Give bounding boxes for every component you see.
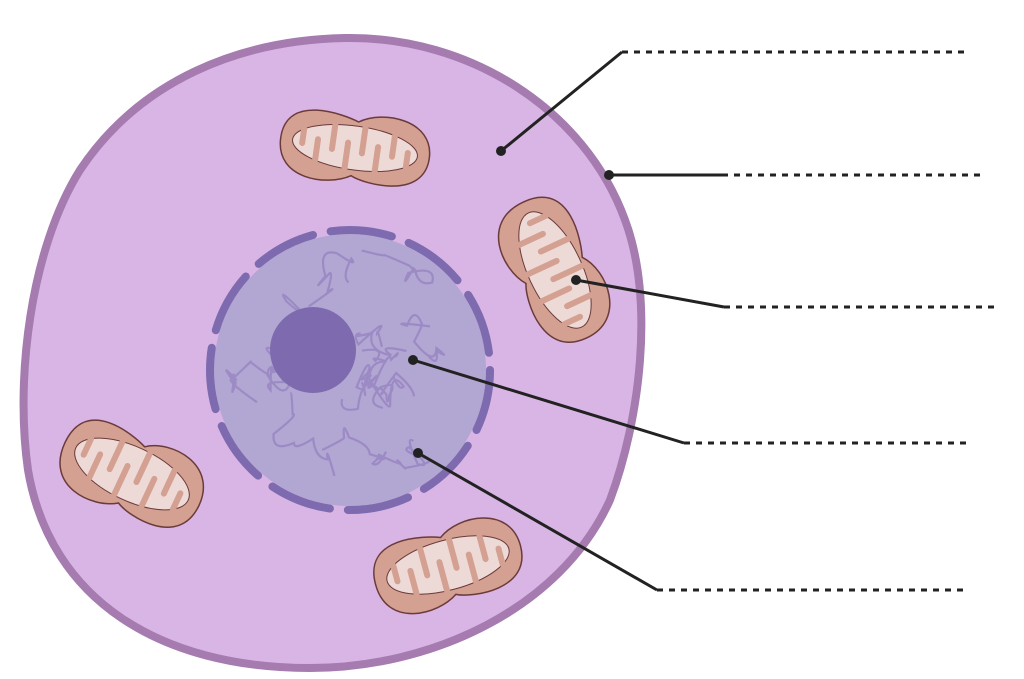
leader-cell-membrane	[604, 170, 986, 180]
chromatin-strand	[225, 360, 270, 404]
mitochondrion	[59, 419, 205, 528]
chromatin-strand	[321, 426, 387, 466]
label-leaders	[408, 50, 996, 592]
leader-cytoplasm	[496, 50, 970, 156]
leader-mitochondrion	[571, 275, 996, 309]
nuclear-envelope	[206, 226, 494, 514]
nucleolus	[270, 307, 356, 393]
chromatin-strand	[340, 367, 380, 411]
mitochondrion	[279, 109, 431, 187]
mitochondrion	[497, 196, 611, 343]
chromatin-strand	[400, 314, 446, 362]
chromatin-strand	[355, 352, 399, 391]
chromatin-strand	[354, 324, 407, 357]
nucleus	[206, 226, 494, 514]
mitochondria-group	[59, 109, 611, 615]
mitochondrion	[373, 517, 523, 615]
leader-chromatin	[413, 448, 968, 592]
chromatin-strand	[272, 392, 336, 477]
chromatin-strand	[361, 348, 406, 408]
chromatin-strand	[372, 371, 416, 409]
chromatin	[225, 249, 446, 477]
chromatin-strand	[361, 249, 434, 285]
leader-nucleus	[408, 355, 972, 445]
chromatin-strand	[308, 251, 355, 308]
